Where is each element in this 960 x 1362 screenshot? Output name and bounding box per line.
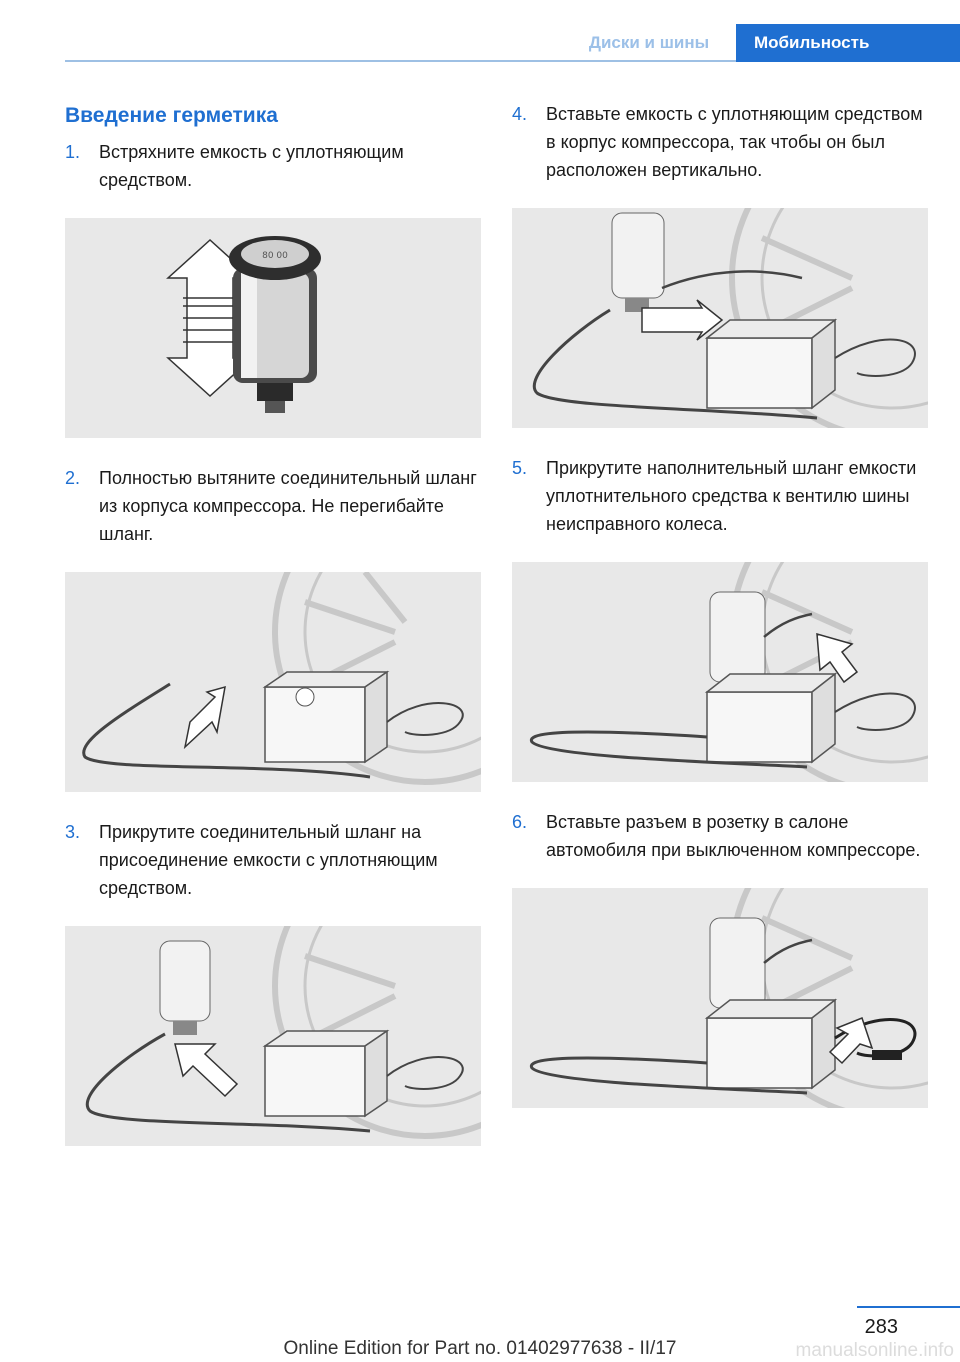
step-3: 3. Прикрутите соединительный шланг на пр… xyxy=(65,818,481,902)
step-number: 6. xyxy=(512,812,528,832)
breadcrumb-mobility[interactable]: Мобильность xyxy=(736,24,960,62)
figure-plug-in xyxy=(512,888,928,1108)
step-2: 2. Полностью вытяните соединительный шла… xyxy=(65,464,481,548)
valve-hose-icon xyxy=(763,612,813,638)
step-text: Полностью вытяните соединительный шланг … xyxy=(99,468,477,544)
shake-arrow-icon xyxy=(166,238,254,398)
figure-shake-bottle: 80 00 xyxy=(65,218,481,438)
step-text: Прикрутите соединительный шланг на присо… xyxy=(99,822,438,898)
compressor-icon xyxy=(704,318,838,410)
compressor-icon xyxy=(704,672,838,764)
left-column: Введение герметика 1. Встряхните емкость… xyxy=(65,100,481,1172)
step-text: Встряхните емкость с уплотняющим средств… xyxy=(99,142,404,190)
hose-icon xyxy=(530,730,808,769)
step-number: 1. xyxy=(65,142,81,162)
hose-icon xyxy=(86,1032,371,1133)
sealant-bottle-icon xyxy=(611,212,665,312)
power-cable-icon xyxy=(386,1056,464,1090)
figure-insert-bottle xyxy=(512,208,928,428)
step-number: 2. xyxy=(65,468,81,488)
step-number: 4. xyxy=(512,104,528,124)
hose-icon xyxy=(533,308,818,420)
figure-attach-valve xyxy=(512,562,928,782)
right-column: 4. Вставьте емкость с уплотняющим сред­с… xyxy=(512,100,928,1134)
step-number: 3. xyxy=(65,822,81,842)
header-rule xyxy=(65,60,960,62)
direction-arrow-icon xyxy=(816,632,859,684)
figure-pull-hose xyxy=(65,572,481,792)
power-cable-icon xyxy=(834,692,916,731)
sealant-bottle-icon xyxy=(159,940,211,1035)
page-number: 283 xyxy=(864,1316,898,1338)
figure-attach-hose xyxy=(65,926,481,1146)
compressor-icon xyxy=(704,998,838,1090)
section-title: Введение герметика xyxy=(65,104,278,127)
compressor-icon xyxy=(262,670,390,764)
direction-arrow-icon xyxy=(174,1043,239,1098)
direction-arrow-icon xyxy=(828,1017,874,1065)
direction-arrow-icon xyxy=(183,685,226,750)
valve-hose-icon xyxy=(661,270,803,290)
compressor-icon xyxy=(262,1029,390,1118)
breadcrumb-wheels-tires[interactable]: Диски и шины xyxy=(588,33,710,52)
power-cable-icon xyxy=(834,338,916,377)
footer-rule xyxy=(857,1306,960,1308)
step-number: 5. xyxy=(512,458,528,478)
step-text: Прикрутите наполнительный шланг ем­кости… xyxy=(546,458,917,534)
edition-text: Online Edition for Part no. 01402977638 … xyxy=(283,1338,677,1359)
hose-icon xyxy=(530,1056,808,1095)
step-text: Вставьте разъем в розетку в салоне автом… xyxy=(546,812,921,860)
wheel-icon xyxy=(272,572,481,785)
hose-icon xyxy=(82,682,371,779)
step-1: 1. Встряхните емкость с уплотняющим сред… xyxy=(65,138,481,194)
wheel-icon xyxy=(272,926,481,1139)
step-text: Вставьте емкость с уплотняющим сред­ство… xyxy=(546,104,923,180)
step-5: 5. Прикрутите наполнительный шланг ем­ко… xyxy=(512,454,928,538)
watermark: manualsonline.info xyxy=(795,1340,954,1361)
direction-arrow-icon xyxy=(641,299,724,341)
valve-hose-icon xyxy=(763,938,813,964)
gauge-label: 80 00 xyxy=(262,251,288,261)
plug-icon xyxy=(872,1050,902,1060)
sealant-bottle-icon: 80 00 xyxy=(229,236,321,413)
power-cable-icon xyxy=(386,702,464,736)
step-6: 6. Вставьте разъем в розетку в салоне ав… xyxy=(512,808,928,864)
step-4: 4. Вставьте емкость с уплотняющим сред­с… xyxy=(512,100,928,184)
